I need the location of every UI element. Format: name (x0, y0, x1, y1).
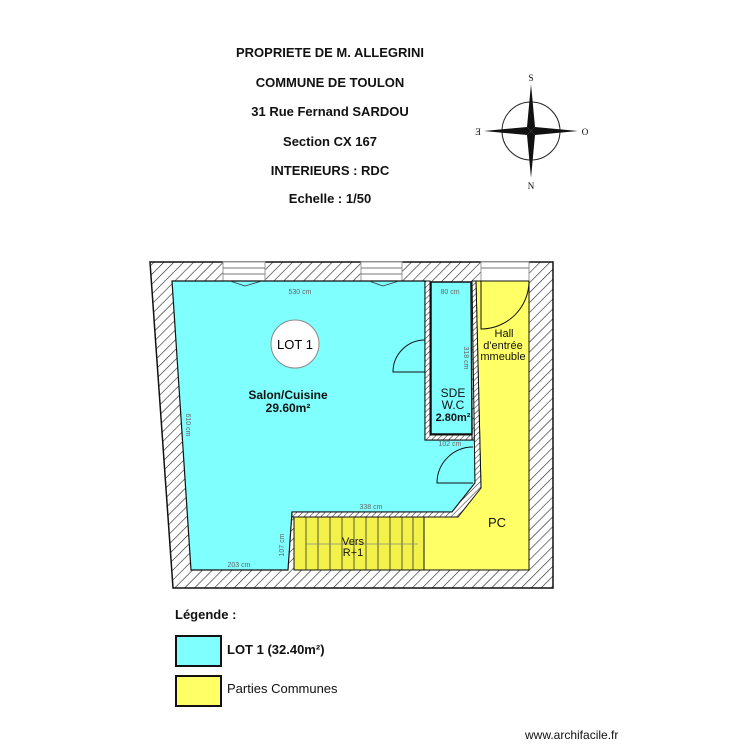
stairs-label-2: R+1 (343, 547, 364, 559)
entrance-door-frame (480, 261, 530, 282)
compass-n: N (528, 181, 535, 191)
hall-label-2: d'entrée (483, 340, 522, 352)
lot-badge (270, 319, 320, 369)
hall-label-3: mmeuble (480, 351, 525, 363)
compass-e: E (475, 127, 481, 137)
pc-label: PC (488, 515, 506, 530)
dim-sde-top: 80 cm (440, 289, 459, 296)
lot-badge-label: LOT 1 (277, 337, 313, 352)
room-sde-wc (430, 281, 473, 435)
salon-label: Salon/Cuisine (248, 388, 328, 402)
title-address: 31 Rue Fernand SARDOU (251, 104, 409, 119)
title-commune: COMMUNE DE TOULON (255, 75, 405, 90)
dim-sde-bottom: 102 cm (439, 441, 462, 448)
window-swing (229, 280, 400, 287)
sde-label: SDE (441, 386, 466, 400)
door-swing (392, 339, 426, 373)
dim-left: 610 cm (184, 414, 191, 437)
stairs-label-1: Vers (342, 536, 365, 548)
compass-o: O (582, 127, 589, 137)
legend-title: Légende : (175, 607, 237, 622)
compass-s: S (528, 73, 533, 83)
title-scale: Echelle : 1/50 (288, 191, 372, 206)
wc-label: W.C (442, 398, 465, 412)
dim-top: 530 cm (289, 289, 312, 296)
interior-wall (291, 280, 482, 518)
compass-rose-icon: S N E O (475, 73, 589, 191)
staircase (293, 516, 425, 571)
dim-bottom: 203 cm (228, 562, 251, 569)
window (360, 261, 403, 282)
door-swing (436, 446, 474, 484)
window (222, 261, 266, 282)
title-section: Section CX 167 (283, 134, 377, 149)
footer-url: www.archifacile.fr (525, 728, 619, 742)
legend-label-lot1: LOT 1 (32.40m²) (227, 642, 325, 657)
dim-mid: 338 cm (360, 504, 383, 511)
dim-sde-side: 318 cm (462, 347, 469, 370)
legend-swatch-common (175, 675, 222, 707)
interior-wall (424, 280, 473, 441)
dim-stair-side: 107 cm (279, 533, 286, 556)
legend-label-common: Parties Communes (227, 681, 338, 696)
hall-label-1: Hall (495, 328, 514, 340)
title-level: INTERIEURS : RDC (270, 163, 390, 178)
title-owner: PROPRIETE DE M. ALLEGRINI (235, 45, 425, 60)
legend-swatch-lot1 (175, 635, 222, 667)
door-swing (480, 280, 530, 330)
sde-area: 2.80m² (436, 412, 471, 424)
salon-area: 29.60m² (266, 401, 311, 415)
